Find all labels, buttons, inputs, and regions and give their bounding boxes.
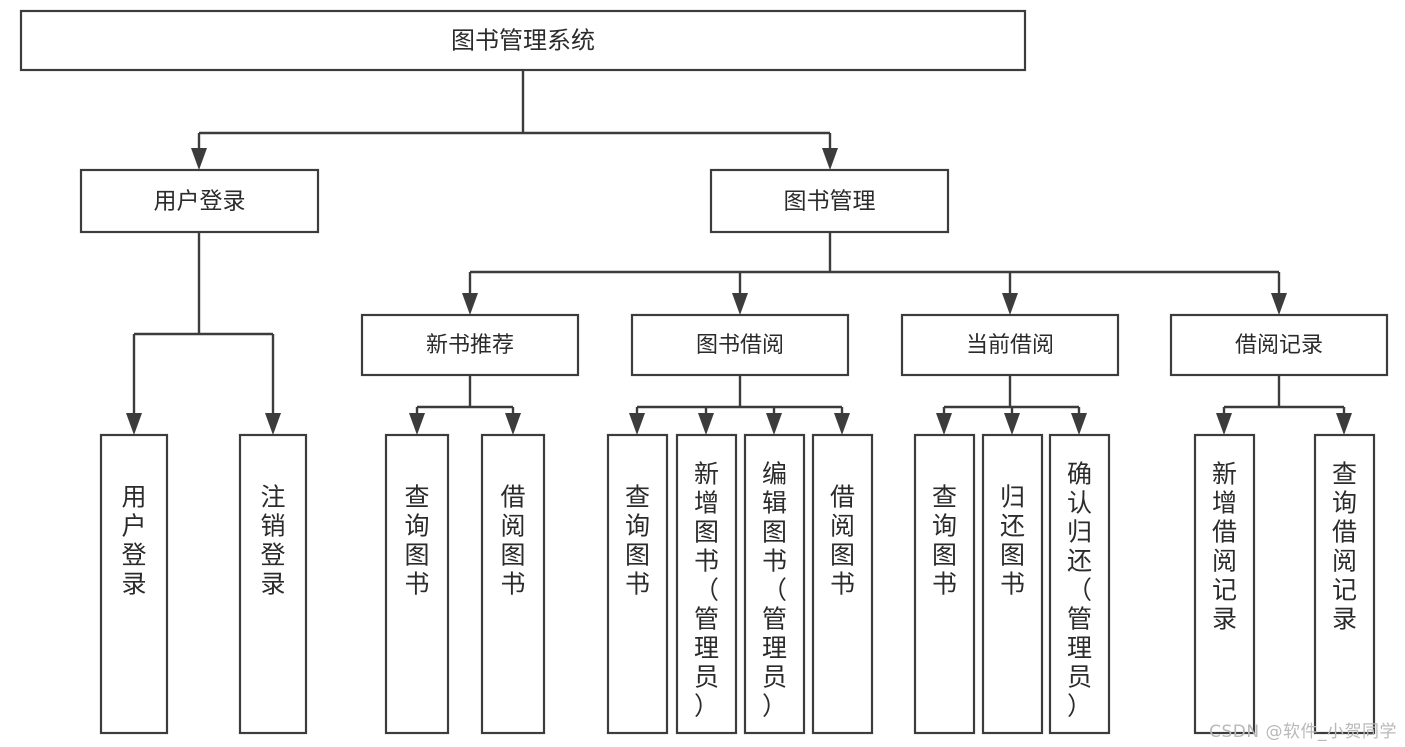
- node-label-current-borrow: 当前借阅: [966, 333, 1054, 358]
- node-label-leaf-user-login: 用户登录: [121, 483, 146, 599]
- node-user-login[interactable]: 用户登录: [79, 168, 320, 234]
- node-label-new-book-recommend: 新书推荐: [426, 333, 514, 358]
- connector-layer: [126, 70, 1352, 435]
- node-box-leaf-query-book-borrow[interactable]: [606, 433, 669, 735]
- arrow-head-book-manage: [822, 148, 838, 170]
- node-box-leaf-add-book[interactable]: [675, 433, 738, 735]
- node-leaf-query-book-current[interactable]: 查询图书: [913, 433, 976, 735]
- node-label-leaf-add-book: 新增图书（管理员）: [694, 460, 719, 721]
- connector-root: [191, 70, 838, 170]
- node-book-manage[interactable]: 图书管理: [709, 168, 950, 234]
- node-leaf-query-book-recommend[interactable]: 查询图书: [384, 433, 450, 735]
- connector-current-borrow: [936, 375, 1087, 435]
- node-label-leaf-query-book-current: 查询图书: [932, 483, 957, 599]
- node-box-leaf-query-book-current[interactable]: [913, 433, 976, 735]
- node-box-leaf-query-borrow-record[interactable]: [1313, 433, 1376, 735]
- node-box-book-borrow[interactable]: [630, 313, 850, 377]
- node-root[interactable]: 图书管理系统: [19, 9, 1027, 72]
- node-box-leaf-return-book[interactable]: [981, 433, 1044, 735]
- node-box-leaf-query-book-recommend[interactable]: [384, 433, 450, 735]
- node-leaf-confirm-return[interactable]: 确认归还（管理员）: [1048, 433, 1111, 735]
- node-box-leaf-borrow-book-recommend[interactable]: [480, 433, 546, 735]
- arrow-head-user-login: [191, 148, 207, 170]
- arrow-head-leaf-query-book-current: [936, 413, 952, 435]
- node-label-user-login: 用户登录: [154, 189, 246, 215]
- node-label-leaf-add-borrow-record: 新增借阅记录: [1212, 460, 1237, 634]
- node-leaf-user-login[interactable]: 用户登录: [99, 433, 169, 735]
- arrow-head-leaf-logout: [265, 413, 281, 435]
- arrow-head-leaf-borrow-book: [834, 413, 850, 435]
- node-label-leaf-confirm-return: 确认归还（管理员）: [1067, 460, 1092, 721]
- node-leaf-add-book[interactable]: 新增图书（管理员）: [675, 433, 738, 735]
- node-book-borrow[interactable]: 图书借阅: [630, 313, 850, 377]
- arrow-head-borrow-record: [1271, 293, 1287, 315]
- connector-user-login: [126, 232, 281, 435]
- arrow-head-leaf-query-borrow-record: [1336, 413, 1352, 435]
- node-leaf-borrow-book-recommend[interactable]: 借阅图书: [480, 433, 546, 735]
- node-label-leaf-borrow-book: 借阅图书: [830, 483, 855, 599]
- arrow-head-book-borrow: [732, 293, 748, 315]
- node-label-leaf-query-borrow-record: 查询借阅记录: [1332, 460, 1357, 634]
- node-leaf-query-borrow-record[interactable]: 查询借阅记录: [1313, 433, 1376, 735]
- node-box-new-book-recommend[interactable]: [360, 313, 580, 377]
- arrow-head-leaf-return-book: [1004, 413, 1020, 435]
- arrow-head-leaf-user-login: [126, 413, 142, 435]
- connector-new-book-recommend: [409, 375, 521, 435]
- node-leaf-edit-book[interactable]: 编辑图书（管理员）: [743, 433, 806, 735]
- arrow-head-leaf-add-book: [698, 413, 714, 435]
- arrow-head-leaf-borrow-book-recommend: [505, 413, 521, 435]
- arrow-head-leaf-query-book-borrow: [629, 413, 645, 435]
- node-new-book-recommend[interactable]: 新书推荐: [360, 313, 580, 377]
- watermark-text: CSDN @软件_小贺同学: [1209, 722, 1397, 742]
- node-label-leaf-edit-book: 编辑图书（管理员）: [762, 460, 787, 721]
- node-box-current-borrow[interactable]: [900, 313, 1120, 377]
- node-box-root[interactable]: [19, 9, 1027, 72]
- arrow-head-leaf-query-book-recommend: [409, 413, 425, 435]
- node-leaf-logout[interactable]: 注销登录: [238, 433, 308, 735]
- connector-borrow-record: [1216, 375, 1352, 435]
- node-layer: 图书管理系统用户登录图书管理新书推荐图书借阅当前借阅借阅记录用户登录注销登录查询…: [19, 9, 1389, 735]
- node-label-borrow-record: 借阅记录: [1235, 333, 1323, 358]
- node-box-leaf-edit-book[interactable]: [743, 433, 806, 735]
- node-leaf-return-book[interactable]: 归还图书: [981, 433, 1044, 735]
- node-leaf-borrow-book[interactable]: 借阅图书: [811, 433, 874, 735]
- node-box-user-login[interactable]: [79, 168, 320, 234]
- connector-book-borrow: [629, 375, 850, 435]
- node-box-borrow-record[interactable]: [1169, 313, 1389, 377]
- connector-book-manage: [462, 232, 1287, 315]
- arrow-head-new-book-recommend: [462, 293, 478, 315]
- arrow-head-current-borrow: [1002, 293, 1018, 315]
- node-box-leaf-add-borrow-record[interactable]: [1193, 433, 1256, 735]
- arrow-head-leaf-edit-book: [766, 413, 782, 435]
- node-leaf-query-book-borrow[interactable]: 查询图书: [606, 433, 669, 735]
- node-label-leaf-query-book-recommend: 查询图书: [404, 483, 429, 599]
- node-label-book-borrow: 图书借阅: [696, 333, 784, 358]
- node-label-leaf-logout: 注销登录: [260, 483, 285, 599]
- node-box-leaf-user-login[interactable]: [99, 433, 169, 735]
- node-borrow-record[interactable]: 借阅记录: [1169, 313, 1389, 377]
- arrow-head-leaf-confirm-return: [1071, 413, 1087, 435]
- node-label-book-manage: 图书管理: [784, 189, 876, 215]
- node-box-leaf-confirm-return[interactable]: [1048, 433, 1111, 735]
- node-label-leaf-query-book-borrow: 查询图书: [625, 483, 650, 599]
- node-box-leaf-logout[interactable]: [238, 433, 308, 735]
- node-label-leaf-return-book: 归还图书: [1000, 483, 1025, 599]
- node-current-borrow[interactable]: 当前借阅: [900, 313, 1120, 377]
- node-box-book-manage[interactable]: [709, 168, 950, 234]
- node-box-leaf-borrow-book[interactable]: [811, 433, 874, 735]
- arrow-head-leaf-add-borrow-record: [1216, 413, 1232, 435]
- node-leaf-add-borrow-record[interactable]: 新增借阅记录: [1193, 433, 1256, 735]
- node-label-root: 图书管理系统: [451, 27, 595, 55]
- node-label-leaf-borrow-book-recommend: 借阅图书: [500, 483, 525, 599]
